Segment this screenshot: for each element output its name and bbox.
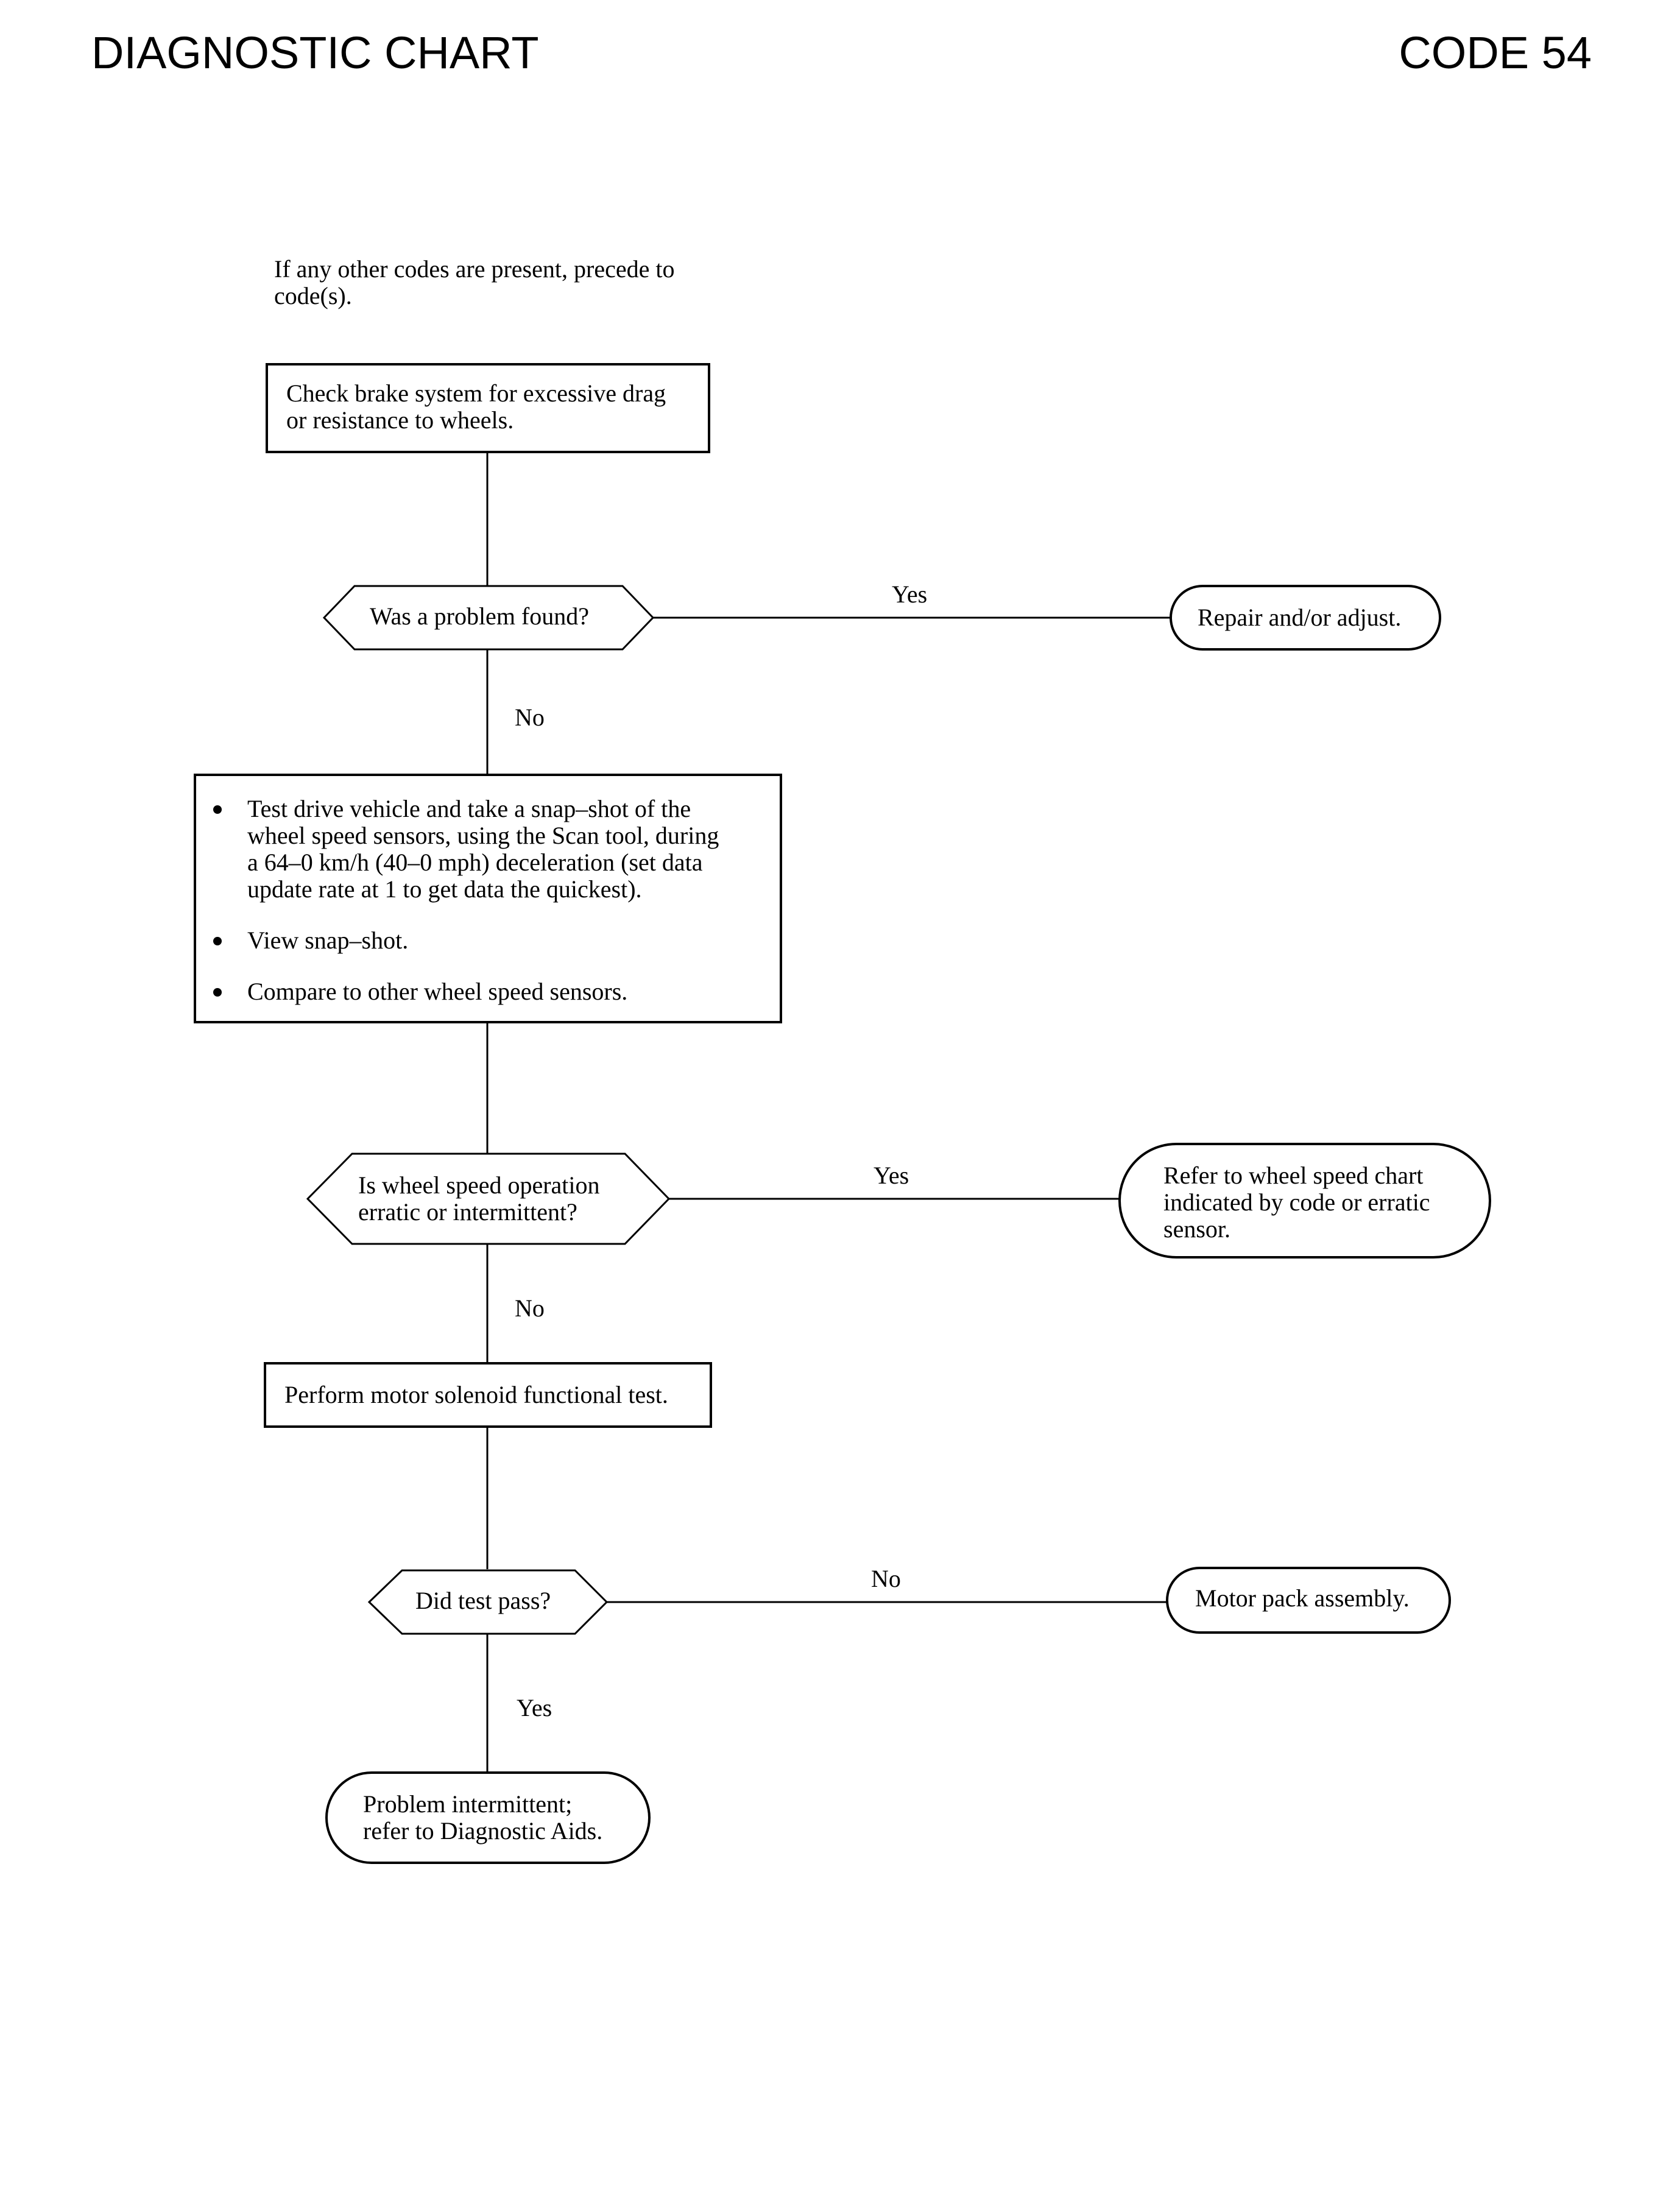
result4-line-2: refer to Diagnostic Aids. bbox=[363, 1817, 603, 1845]
bullet-item: Test drive vehicle and take a snap–shot … bbox=[196, 796, 780, 903]
result-problem-intermittent: Problem intermittent; refer to Diagnosti… bbox=[325, 1771, 651, 1864]
bullet-text-2: View snap–shot. bbox=[247, 927, 409, 954]
test-drive-bullet-list: Test drive vehicle and take a snap–shot … bbox=[196, 796, 780, 1005]
bullet-icon bbox=[213, 937, 222, 945]
decision2-yes-label: Yes bbox=[874, 1162, 909, 1189]
result-motor-pack-assembly: Motor pack assembly. bbox=[1166, 1567, 1451, 1634]
bullet-item: View snap–shot. bbox=[196, 927, 780, 954]
note-line-2: code(s). bbox=[274, 282, 352, 309]
bullet-icon bbox=[213, 805, 222, 814]
decision3-no-label: No bbox=[871, 1565, 901, 1592]
decision-hexagon-2 bbox=[306, 1153, 671, 1245]
decision-hexagon-3 bbox=[367, 1569, 609, 1635]
result1-text: Repair and/or adjust. bbox=[1198, 604, 1402, 631]
code-number: CODE 54 bbox=[1399, 27, 1592, 78]
result3-text: Motor pack assembly. bbox=[1195, 1584, 1410, 1612]
step-test-drive: Test drive vehicle and take a snap–shot … bbox=[194, 774, 782, 1023]
precondition-note: If any other codes are present, precede … bbox=[274, 256, 674, 309]
decision3-line-1: Did test pass? bbox=[415, 1587, 551, 1614]
decision-test-pass: Did test pass? bbox=[415, 1587, 551, 1614]
bullet-icon bbox=[213, 988, 222, 997]
decision-problem-found: Was a problem found? bbox=[370, 603, 589, 630]
result2-line-3: sensor. bbox=[1163, 1215, 1230, 1243]
decision1-no-label: No bbox=[515, 704, 545, 731]
decision1-line-1: Was a problem found? bbox=[370, 602, 589, 630]
decision1-yes-label: Yes bbox=[892, 581, 928, 608]
step-check-brake-system: Check brake system for excessive drag or… bbox=[266, 363, 710, 453]
decision-wheel-speed-erratic: Is wheel speed operation erratic or inte… bbox=[358, 1172, 600, 1226]
result4-line-1: Problem intermittent; bbox=[363, 1790, 573, 1818]
decision2-line-2: erratic or intermittent? bbox=[358, 1198, 577, 1226]
bullet-text-1: Test drive vehicle and take a snap–shot … bbox=[247, 795, 719, 903]
bullet-item: Compare to other wheel speed sensors. bbox=[196, 978, 780, 1005]
result-repair-adjust: Repair and/or adjust. bbox=[1170, 585, 1441, 651]
chart-title: DIAGNOSTIC CHART bbox=[91, 27, 539, 78]
note-line-1: If any other codes are present, precede … bbox=[274, 255, 675, 283]
decision2-line-1: Is wheel speed operation bbox=[358, 1171, 600, 1199]
step1-line-2: or resistance to wheels. bbox=[286, 406, 514, 434]
decision-hexagon-1 bbox=[322, 585, 655, 651]
result2-line-1: Refer to wheel speed chart bbox=[1163, 1162, 1424, 1189]
step-motor-solenoid-test: Perform motor solenoid functional test. bbox=[264, 1362, 712, 1428]
result-refer-wheel-speed-chart: Refer to wheel speed chart indicated by … bbox=[1118, 1143, 1491, 1259]
bullet-text-3: Compare to other wheel speed sensors. bbox=[247, 978, 628, 1005]
result2-line-2: indicated by code or erratic bbox=[1163, 1188, 1430, 1216]
decision3-yes-label: Yes bbox=[517, 1694, 552, 1721]
step1-line-1: Check brake system for excessive drag bbox=[286, 380, 666, 407]
step3-line-1: Perform motor solenoid functional test. bbox=[284, 1381, 668, 1408]
decision2-no-label: No bbox=[515, 1294, 545, 1322]
